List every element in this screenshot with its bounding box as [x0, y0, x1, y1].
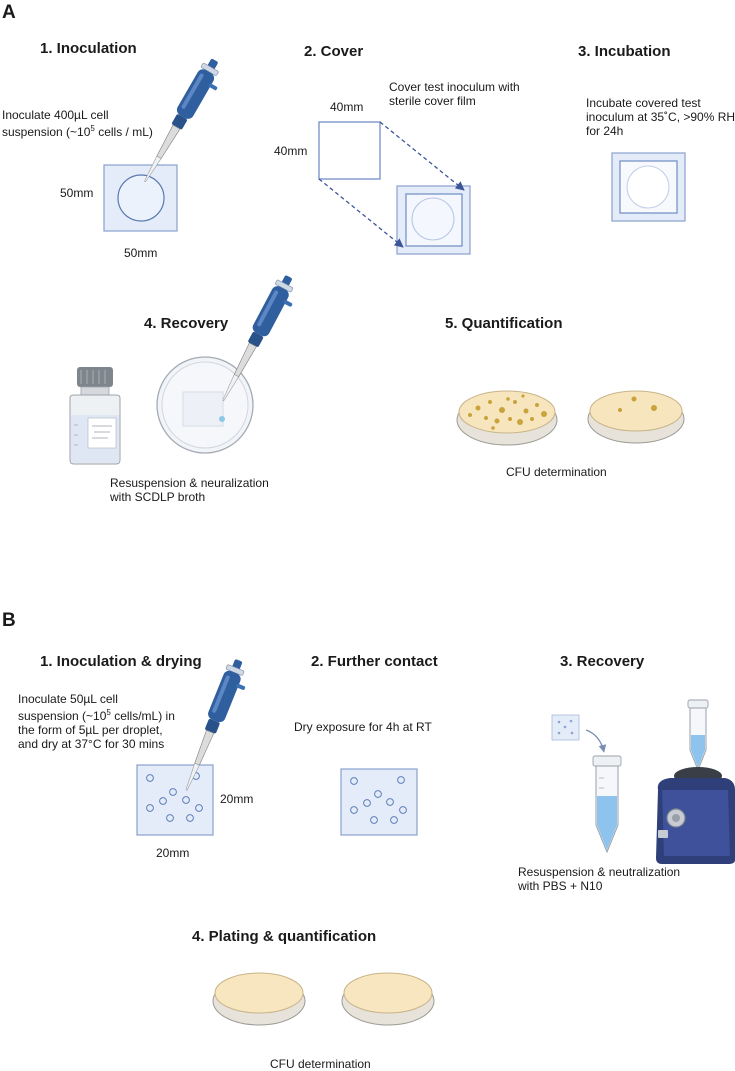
a-step3-desc: Incubate covered test inoculum at 35˚C, … [586, 96, 735, 138]
b-step4-title: 4. Plating & quantification [192, 928, 377, 945]
a-step4-desc: Resuspension & neuralization with SCDLP … [110, 476, 269, 504]
b-step2-desc: Dry exposure for 4h at RT [294, 720, 432, 734]
a2-covered-sample [396, 185, 471, 255]
b-step3-desc: Resuspension & neutralization with PBS +… [518, 865, 681, 893]
a1-sample-square [103, 164, 178, 232]
a-step1-desc: Inoculate 400µL cell suspension (~105 ce… [2, 108, 153, 139]
a-step2-dim-top: 40mm [330, 100, 364, 114]
b1-sample-square [136, 764, 214, 836]
a-step3-title: 3. Incubation [578, 43, 671, 60]
a1-pipette-icon [136, 55, 230, 191]
b4-plate-right [341, 972, 435, 1026]
b3-transfer-arrow [585, 729, 607, 753]
a3-incubated-sample [611, 152, 686, 222]
b2-sample-square [340, 768, 418, 836]
a4-scdlp-bottle-icon [69, 367, 121, 465]
b-step2-title: 2. Further contact [311, 653, 438, 670]
b-step1-dim-bottom: 20mm [156, 846, 190, 860]
panel-a-label: A [2, 2, 16, 23]
b-step1-dim-side: 20mm [220, 792, 254, 806]
a-step5-desc: CFU determination [506, 465, 607, 479]
b3-vortex-mixer-icon [656, 699, 735, 864]
b3-mini-sample [551, 714, 580, 741]
a-step2-desc: Cover test inoculum with sterile cover f… [389, 80, 520, 108]
b3-tube-icon [592, 755, 622, 854]
b-step4-desc: CFU determination [270, 1057, 371, 1071]
a5-plate-many-colonies [456, 390, 558, 446]
a-step4-title: 4. Recovery [144, 315, 229, 332]
a-step1-dim-side: 50mm [60, 186, 94, 200]
b-step1-title: 1. Inoculation & drying [40, 653, 202, 670]
b-step3-title: 3. Recovery [560, 653, 645, 670]
a-step1-dim-bottom: 50mm [124, 246, 158, 260]
a2-cover-film [318, 121, 381, 180]
a-step2-dim-side: 40mm [274, 144, 308, 158]
a-step5-title: 5. Quantification [445, 315, 563, 332]
b4-plate-left [212, 972, 306, 1026]
a5-plate-few-colonies [587, 390, 685, 444]
b-step1-desc: Inoculate 50µL cell suspension (~105 cel… [18, 692, 175, 751]
a-step1-title: 1. Inoculation [40, 40, 137, 57]
a4-petri-dish [156, 356, 254, 454]
a4-pipette-icon [214, 272, 304, 409]
panel-b-label: B [2, 610, 16, 631]
a-step2-title: 2. Cover [304, 43, 364, 60]
